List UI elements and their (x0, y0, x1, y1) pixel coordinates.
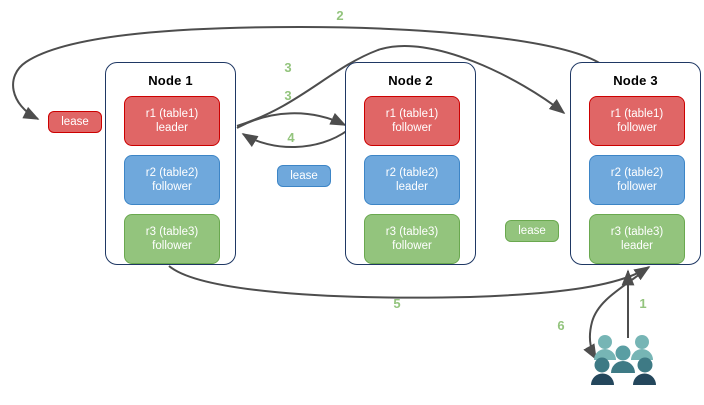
node-container-2[interactable]: Node 2 r1 (table1) follower r2 (table2) … (345, 62, 476, 265)
node-container-3[interactable]: Node 3 r1 (table1) follower r2 (table2) … (570, 62, 701, 265)
step-label-1: 1 (639, 296, 647, 311)
node-title-3: Node 3 (613, 73, 658, 88)
replica-node2-r2[interactable]: r2 (table2) leader (364, 155, 460, 205)
replica-node3-r3[interactable]: r3 (table3) leader (589, 214, 685, 264)
replica-node1-r3[interactable]: r3 (table3) follower (124, 214, 220, 264)
replica-node3-r2-name: r2 (table2) (610, 167, 664, 179)
replica-node2-r2-name: r2 (table2) (385, 167, 439, 179)
lease-badge-blue[interactable]: lease (277, 165, 331, 187)
replica-node1-r2[interactable]: r2 (table2) follower (124, 155, 220, 205)
replica-node3-r1[interactable]: r1 (table1) follower (589, 96, 685, 146)
replica-node1-r1[interactable]: r1 (table1) leader (124, 96, 220, 146)
arrow-step-2 (12, 25, 602, 120)
replica-node2-r1-name: r1 (table1) (385, 108, 439, 120)
replica-node1-r1-role: leader (156, 122, 188, 134)
replica-node3-r3-name: r3 (table3) (610, 226, 664, 238)
arrow-step-3-to-node2 (236, 112, 347, 129)
replica-node1-r3-role: follower (152, 240, 192, 252)
replica-node3-r2-role: follower (617, 181, 657, 193)
replica-node1-r3-name: r3 (table3) (145, 226, 199, 238)
replica-node2-r3-name: r3 (table3) (385, 226, 439, 238)
replica-node2-r2-role: leader (396, 181, 428, 193)
replica-node2-r1[interactable]: r1 (table1) follower (364, 96, 460, 146)
replica-node3-r3-role: leader (621, 240, 653, 252)
arrow-step-5 (168, 265, 651, 299)
step-label-6: 6 (557, 318, 565, 333)
clients-group-icon (591, 335, 656, 385)
replica-node1-r2-name: r2 (table2) (145, 167, 199, 179)
replica-node1-r2-role: follower (152, 181, 192, 193)
step-label-5: 5 (393, 296, 401, 311)
replica-node3-r2[interactable]: r2 (table2) follower (589, 155, 685, 205)
step-label-4: 4 (287, 130, 295, 145)
step-label-3a: 3 (284, 60, 292, 75)
lease-badge-green[interactable]: lease (505, 220, 559, 242)
step-label-2: 2 (336, 8, 344, 23)
node-title-1: Node 1 (148, 73, 193, 88)
step-label-3b: 3 (284, 88, 292, 103)
replica-node2-r3[interactable]: r3 (table3) follower (364, 214, 460, 264)
replica-node1-r1-name: r1 (table1) (145, 108, 199, 120)
replica-node3-r1-name: r1 (table1) (610, 108, 664, 120)
replica-node3-r1-role: follower (617, 122, 657, 134)
lease-badge-red[interactable]: lease (48, 111, 102, 133)
node-container-1[interactable]: Node 1 r1 (table1) leader r2 (table2) fo… (105, 62, 236, 265)
node-title-2: Node 2 (388, 73, 433, 88)
replica-node2-r3-role: follower (392, 240, 432, 252)
replica-node2-r1-role: follower (392, 122, 432, 134)
